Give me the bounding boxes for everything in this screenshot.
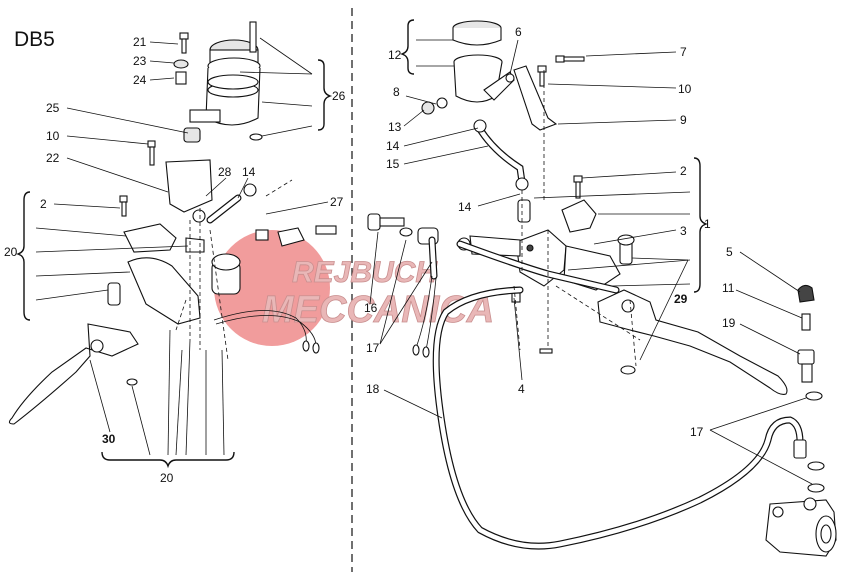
callout-16: 16 [364,301,378,315]
right-reservoir-part [452,20,515,103]
callout-17-top: 17 [366,341,380,355]
callout-23: 23 [133,54,147,68]
svg-text:REJBUCH: REJBUCH [292,256,438,289]
right-bleeder-parts [797,284,825,493]
callout-17-bottom: 17 [690,425,704,439]
callout-5: 5 [726,245,733,259]
callout-2-right: 2 [680,164,687,178]
right-braces [399,19,709,293]
left-switch-cable-part [213,225,337,354]
callout-21: 21 [133,35,147,49]
callout-2-left: 2 [40,197,47,211]
callout-6: 6 [515,25,522,39]
left-screw-part [147,32,201,166]
callout-25: 25 [46,101,60,115]
right-leaders [369,39,813,485]
callout-14-left: 14 [242,165,256,179]
left-assembly [8,21,337,425]
callout-1: 1 [704,217,711,231]
callout-30: 30 [102,432,116,446]
callout-12: 12 [388,48,402,62]
callout-9: 9 [680,113,687,127]
callout-29: 29 [674,292,688,306]
callout-15: 15 [386,157,400,171]
callout-13: 13 [388,120,402,134]
left-reservoir-part [189,21,263,141]
slave-cylinder-part [765,497,837,557]
left-master-cylinder-part [107,195,241,325]
callout-11: 11 [722,281,735,295]
watermark-logo: REJBUCH MECCANICA [214,230,495,346]
callout-10-left: 10 [46,129,60,143]
callout-22: 22 [46,151,60,165]
callout-18: 18 [366,382,380,396]
callout-4: 4 [518,382,525,396]
callout-20-side: 20 [4,245,18,259]
callout-10-right: 10 [678,82,692,96]
callout-26: 26 [332,89,346,103]
left-small-hose-part [192,183,257,224]
left-braces [15,59,333,469]
left-leaders [35,37,329,456]
right-main-hose-part [432,240,825,550]
right-master-cylinder-part [515,199,635,291]
right-reservoir-hose-part [473,119,529,191]
right-nut-part [421,97,448,115]
right-screws-part [505,55,585,199]
right-assembly [367,20,837,557]
right-switch-cable-part [412,236,553,358]
callout-19: 19 [722,316,736,330]
left-lever-part [8,323,139,425]
callout-24: 24 [133,73,147,87]
svg-text:MECCANICA: MECCANICA [262,289,494,331]
right-lever-part [597,289,788,395]
callout-28: 28 [218,165,232,179]
callout-20-bottom: 20 [160,471,174,485]
right-pushrod-part [367,213,521,257]
callout-7: 7 [680,45,687,59]
callout-27: 27 [330,195,344,209]
right-bracket-part [513,65,558,131]
callout-14-right-top: 14 [386,139,400,153]
callout-3: 3 [680,224,687,238]
left-labels: 21 23 24 25 10 22 28 14 27 2 20 26 30 20 [4,35,346,485]
left-bracket-part [165,159,213,213]
diagram-title: DB5 [14,28,55,51]
callout-14-right-bottom: 14 [458,200,472,214]
right-labels: 12 6 7 8 10 13 9 14 15 2 14 1 3 5 11 16 … [364,25,736,439]
callout-8: 8 [393,85,400,99]
